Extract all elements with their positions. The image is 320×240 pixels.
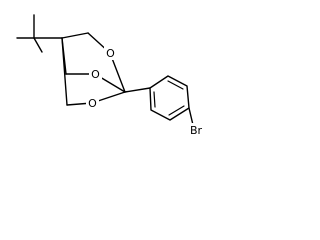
ring-double-bond-3 xyxy=(153,91,156,108)
br-halo xyxy=(185,123,207,137)
tert-butyl-group xyxy=(16,14,63,53)
bond-methyl-bottom xyxy=(33,37,43,53)
ring-double-bond-2 xyxy=(168,105,185,116)
bond-cq-ch2-top xyxy=(61,32,89,39)
bond-cq-ch2-bottom xyxy=(61,37,68,106)
atom-oxygen-bridge: O xyxy=(91,68,100,81)
atom-bromine: Br xyxy=(190,124,203,137)
o-top-halo xyxy=(104,46,117,60)
o-bottom-halo xyxy=(86,96,99,110)
bromophenyl-ring xyxy=(149,75,194,126)
structure-canvas: O O O Br xyxy=(0,0,234,153)
atom-oxygen-bottom: O xyxy=(88,97,97,110)
atom-oxygen-top: O xyxy=(106,47,115,60)
molecule-structure-diagram: O O O Br xyxy=(16,14,207,137)
bond-c-ortho-to-ring xyxy=(124,87,151,93)
benzene-ring xyxy=(149,75,190,121)
o-bridge-halo xyxy=(89,67,102,81)
ring-double-bond-1 xyxy=(167,80,184,90)
bond-ring-to-br xyxy=(188,107,194,126)
